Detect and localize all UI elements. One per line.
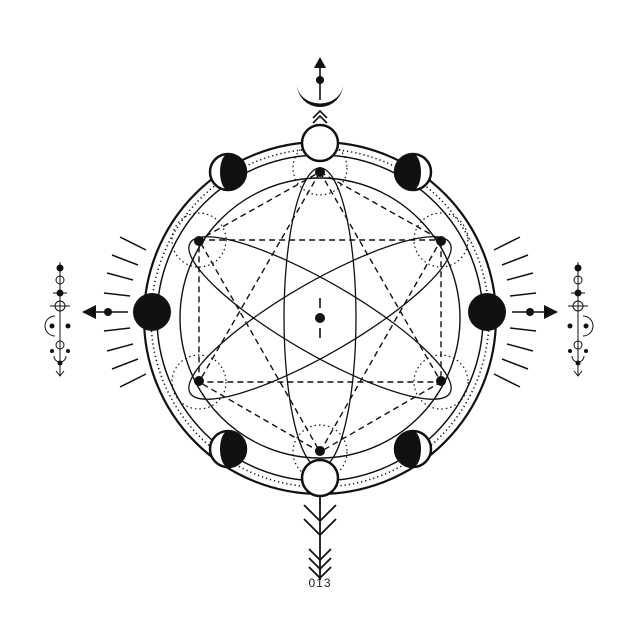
waxing-moon-icon: [208, 429, 248, 469]
top-crescent-arrow: [297, 57, 343, 124]
right-arrow-rays: [493, 236, 558, 388]
left-arrow-rays: [82, 236, 147, 388]
arrow-icon: [314, 57, 326, 68]
arrow-icon: [544, 305, 558, 319]
dashed-hexagram: [197, 170, 443, 454]
waning-moon-icon: [393, 429, 433, 469]
new-moon-icon: [133, 293, 171, 331]
vertex-dots: [194, 167, 446, 456]
bottom-fletching: [303, 497, 337, 580]
waxing-moon-icon: [208, 152, 248, 192]
moon-phases: [133, 123, 506, 498]
caption: 013: [308, 576, 332, 590]
full-moon-icon: [300, 458, 340, 498]
center-dot: [315, 313, 325, 323]
fletching-icon: [303, 504, 337, 523]
crescent-moon-icon: [297, 84, 343, 107]
waning-moon-icon: [393, 152, 433, 192]
star-ring: [179, 177, 461, 459]
ornament-icon: [44, 262, 71, 377]
new-moon-icon: [468, 293, 506, 331]
petal-ellipses: [188, 167, 452, 469]
ornament-icon: [567, 262, 594, 377]
arrow-icon: [82, 305, 96, 319]
full-moon-icon: [300, 123, 340, 163]
